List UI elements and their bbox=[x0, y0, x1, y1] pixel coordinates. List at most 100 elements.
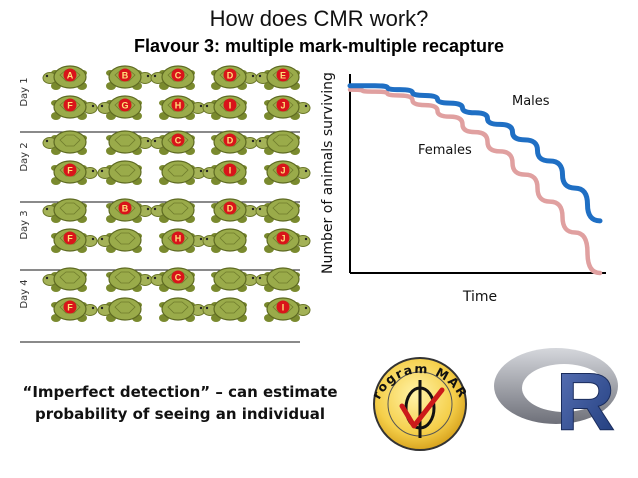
turtle bbox=[42, 198, 87, 223]
mark-dot bbox=[118, 201, 132, 215]
mark-dot bbox=[63, 68, 77, 82]
mark-dot bbox=[223, 68, 237, 82]
mark-dot bbox=[171, 133, 185, 147]
mark-letter: B bbox=[122, 71, 129, 81]
mark-letter: B bbox=[122, 204, 129, 214]
series-label-females: Females bbox=[418, 143, 472, 158]
chart-x-axis-label: Time bbox=[462, 289, 498, 305]
mark-dot bbox=[63, 98, 77, 112]
mark-letter: J bbox=[280, 101, 285, 111]
mark-letter: F bbox=[67, 101, 73, 111]
mark-letter: D bbox=[227, 71, 234, 81]
mark-dot bbox=[171, 68, 185, 82]
day-label: Day 2 bbox=[19, 142, 30, 171]
mark-letter: E bbox=[280, 71, 286, 81]
turtle bbox=[97, 228, 142, 253]
mark-dot bbox=[118, 98, 132, 112]
turtle: J bbox=[264, 160, 311, 185]
mark-letter: D bbox=[227, 136, 234, 146]
turtle: D bbox=[211, 130, 258, 155]
turtle: H bbox=[159, 95, 206, 120]
turtle bbox=[202, 297, 247, 322]
turtle bbox=[97, 160, 142, 185]
mark-dot bbox=[223, 201, 237, 215]
mark-letter: J bbox=[280, 234, 285, 244]
mark-dot bbox=[276, 300, 290, 314]
mark-dot bbox=[276, 98, 290, 112]
mark-dot bbox=[118, 68, 132, 82]
mark-dot bbox=[63, 163, 77, 177]
day-label: Day 3 bbox=[19, 210, 30, 239]
turtle bbox=[159, 297, 206, 322]
turtle: I bbox=[202, 95, 247, 120]
mark-dot bbox=[63, 231, 77, 245]
turtle bbox=[255, 130, 300, 155]
turtle bbox=[106, 130, 153, 155]
turtle: D bbox=[211, 65, 258, 90]
slide-title: How does CMR work? bbox=[209, 6, 429, 31]
mark-letter: I bbox=[282, 303, 285, 313]
mark-letter: F bbox=[67, 303, 73, 313]
series-label-males: Males bbox=[512, 94, 550, 109]
program-mark-logo: Program MARK bbox=[360, 336, 469, 451]
mark-dot bbox=[223, 98, 237, 112]
mark-letter: H bbox=[175, 234, 182, 244]
mark-letter: H bbox=[175, 101, 182, 111]
chart-y-axis-label: Number of animals surviving bbox=[320, 72, 336, 274]
turtle: B bbox=[106, 198, 153, 223]
series-line-females bbox=[347, 87, 603, 276]
day-label: Day 4 bbox=[19, 279, 30, 308]
turtle bbox=[106, 267, 153, 292]
mark-letter: J bbox=[280, 166, 285, 176]
mark-dot bbox=[276, 68, 290, 82]
turtle: C bbox=[150, 267, 195, 292]
turtle: C bbox=[150, 130, 195, 155]
turtle: F bbox=[51, 160, 98, 185]
turtle bbox=[255, 198, 300, 223]
mark-letter: F bbox=[67, 234, 73, 244]
turtle: J bbox=[264, 95, 311, 120]
turtle: I bbox=[202, 160, 247, 185]
r-letter: R bbox=[556, 357, 615, 440]
mark-letter: C bbox=[175, 136, 182, 146]
day-label: Day 1 bbox=[19, 77, 30, 106]
mark-letter: C bbox=[175, 71, 182, 81]
turtle bbox=[42, 267, 87, 292]
turtle: J bbox=[264, 228, 311, 253]
turtle bbox=[202, 228, 247, 253]
turtle bbox=[255, 267, 300, 292]
mark-dot bbox=[223, 163, 237, 177]
turtle bbox=[159, 160, 206, 185]
turtle: I bbox=[264, 297, 311, 322]
checkmark-icon bbox=[399, 387, 445, 429]
turtle: C bbox=[150, 65, 195, 90]
mark-dot bbox=[171, 98, 185, 112]
mark-dot bbox=[276, 231, 290, 245]
turtle: E bbox=[255, 65, 300, 90]
mark-letter: D bbox=[227, 204, 234, 214]
imperfect-detection-caption: “Imperfect detection” – can estimate pro… bbox=[22, 383, 338, 423]
slide-subtitle: Flavour 3: multiple mark-multiple recapt… bbox=[133, 36, 505, 56]
series-line-males bbox=[347, 83, 603, 224]
mark-letter: I bbox=[229, 166, 232, 176]
turtle bbox=[150, 198, 195, 223]
mark-dot bbox=[171, 270, 185, 284]
mark-letter: C bbox=[175, 273, 182, 283]
turtle: H bbox=[159, 228, 206, 253]
mark-dot bbox=[171, 231, 185, 245]
turtle: F bbox=[51, 297, 98, 322]
turtle: B bbox=[106, 65, 153, 90]
turtle: F bbox=[51, 95, 98, 120]
mark-dot bbox=[63, 300, 77, 314]
mark-letter: I bbox=[229, 101, 232, 111]
mark-letter: G bbox=[121, 101, 128, 111]
turtle bbox=[97, 297, 142, 322]
mark-letter: F bbox=[67, 166, 73, 176]
turtle: F bbox=[51, 228, 98, 253]
r-language-logo: R bbox=[494, 348, 618, 440]
turtle: G bbox=[97, 95, 142, 120]
turtle: A bbox=[42, 65, 87, 90]
turtle bbox=[211, 267, 258, 292]
mark-dot bbox=[276, 163, 290, 177]
mark-letter: A bbox=[67, 71, 74, 81]
